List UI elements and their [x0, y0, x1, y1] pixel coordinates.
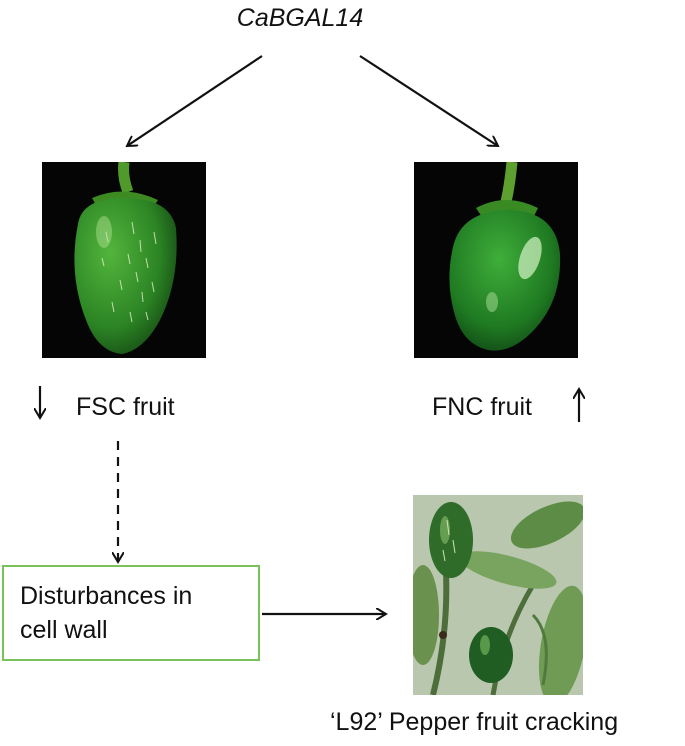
result-caption: ‘L92’ Pepper fruit cracking — [330, 708, 619, 736]
pepper-cracking-image — [413, 495, 583, 695]
box-line-1: Disturbances in — [20, 582, 193, 610]
fsc-fruit-image — [42, 162, 206, 358]
arrow-to-fnc — [359, 55, 498, 146]
arrow-to-fsc — [127, 55, 263, 146]
box-line-2: cell wall — [20, 616, 108, 644]
fnc-fruit-image — [414, 162, 578, 358]
fsc-fruit-label: FSC fruit — [76, 393, 175, 421]
fnc-fruit-label: FNC fruit — [432, 393, 532, 421]
disturbances-box: Disturbances in cell wall — [2, 565, 260, 661]
gene-name: CaBGAL14 — [236, 4, 364, 32]
